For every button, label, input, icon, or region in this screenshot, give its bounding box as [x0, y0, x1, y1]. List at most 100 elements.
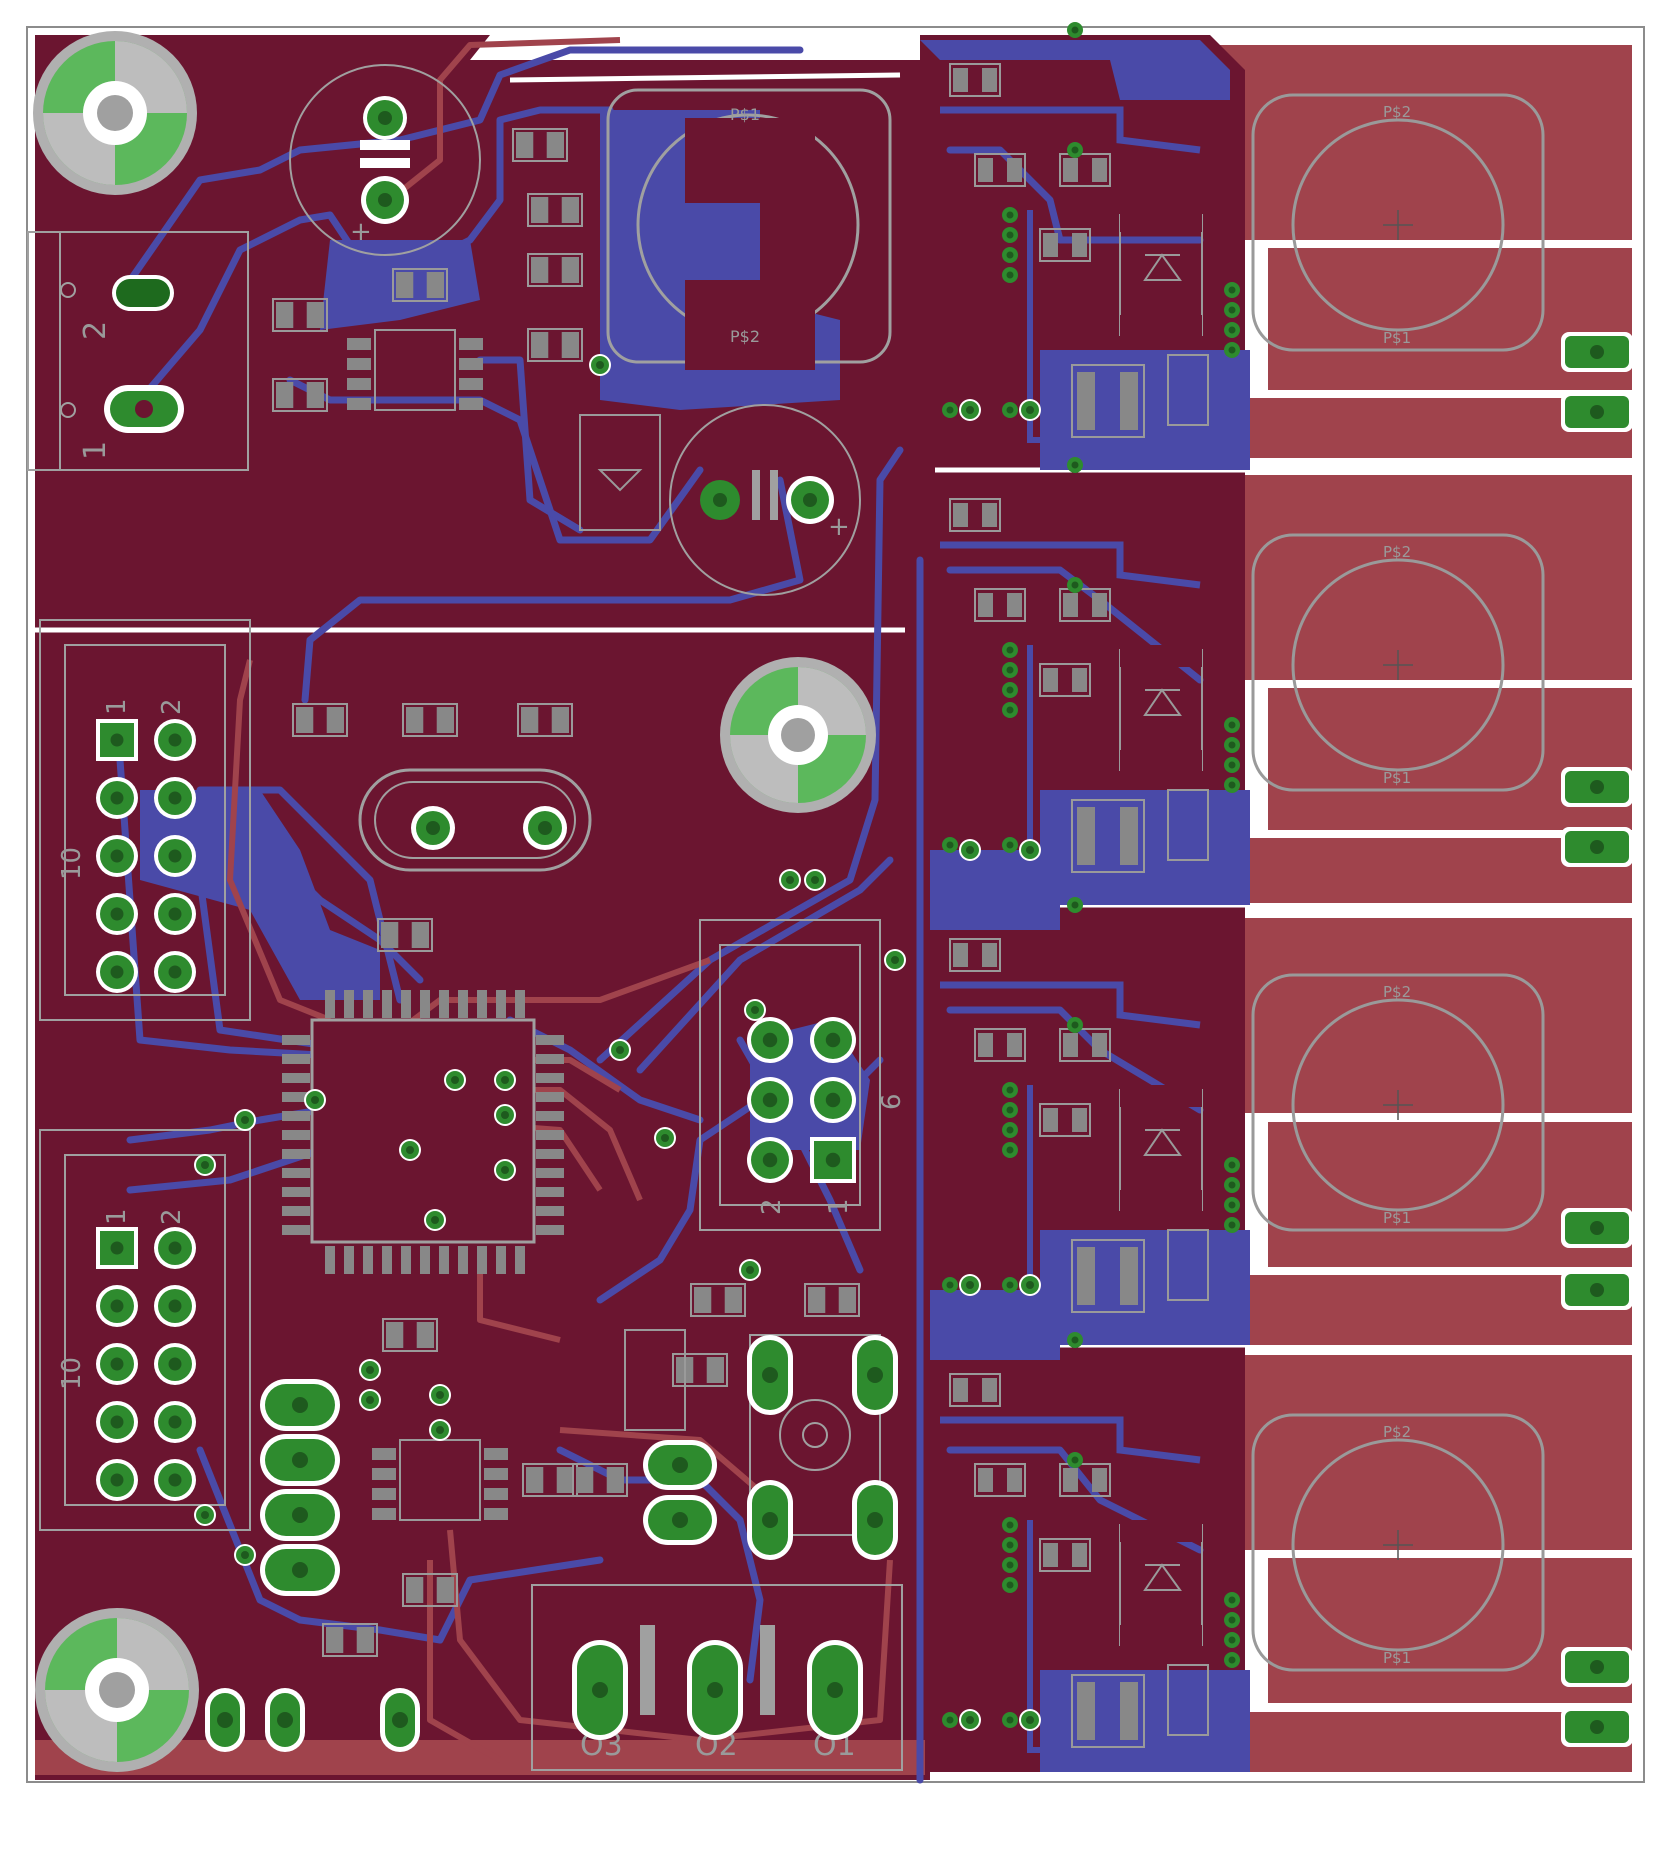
qfp-pin [536, 1092, 564, 1102]
via-drill [311, 1096, 319, 1104]
smd-pad [1092, 1468, 1107, 1492]
via-drill [1006, 1106, 1014, 1114]
via-drill [431, 1216, 439, 1224]
via-drill [1228, 346, 1236, 354]
isp-pin1-label: 1 [824, 1198, 854, 1215]
tactile-switch [749, 1334, 881, 1536]
via-drill [946, 406, 954, 414]
smd-outline [1039, 228, 1091, 262]
soic-pin [459, 398, 483, 410]
via-drill [1228, 286, 1236, 294]
smd-pad [326, 707, 344, 733]
via-drill [1026, 1281, 1034, 1289]
inductor-ps1-label: P$1 [1383, 1649, 1411, 1667]
qfp-pin [401, 990, 411, 1018]
smd-pad [1092, 158, 1107, 182]
channel-trace [940, 541, 1201, 589]
smd-pad [1043, 668, 1058, 692]
smd-outline [1039, 1538, 1091, 1572]
soic-pin [347, 378, 371, 390]
via-drill [1228, 1616, 1236, 1624]
diode-pad [1120, 1625, 1202, 1647]
via-drill [1006, 1561, 1014, 1569]
smd-outline [949, 1373, 1001, 1407]
smd-pad [706, 1357, 724, 1383]
smd-pad [1063, 158, 1078, 182]
inductor-outline [1251, 1413, 1545, 1672]
pad-drill [110, 907, 124, 921]
via-drill [1228, 761, 1236, 769]
smd-pad [1007, 158, 1022, 182]
via-drill [811, 876, 819, 884]
smd-pad [838, 1287, 856, 1313]
smd-outline [322, 1623, 378, 1657]
smd-pad [576, 1467, 594, 1493]
right-copper-pours [1200, 45, 1632, 1772]
smd-pad [978, 1468, 993, 1492]
diode-pad [1120, 315, 1202, 337]
power-inductor-top: P$1 P$2 [606, 88, 892, 370]
pad-drill [292, 1562, 308, 1578]
isp-pin2-label: 2 [757, 1198, 787, 1215]
mosfet-pad [1120, 1247, 1138, 1305]
pad-drill [110, 1473, 124, 1487]
diode-symbol [1143, 1128, 1182, 1156]
qfp-pin [439, 1246, 449, 1274]
via-drill [891, 956, 899, 964]
soic-pin [484, 1468, 508, 1480]
via-drill [1006, 1716, 1014, 1724]
smd-outline [402, 1573, 458, 1607]
qfp-pin [325, 1246, 335, 1274]
inductor-outline [1251, 93, 1545, 352]
via-drill [786, 876, 794, 884]
via-drill [1006, 706, 1014, 714]
qfp-pin [420, 990, 430, 1018]
smd-pad [1043, 1108, 1058, 1132]
pad-drill [1590, 1283, 1604, 1297]
via-drill [1071, 461, 1079, 469]
pad-drill [392, 1712, 408, 1728]
inductor-ps2-label: P$2 [1383, 103, 1411, 121]
smd-pad [1043, 233, 1058, 257]
smd-pad [406, 707, 424, 733]
smd-pad [694, 1287, 712, 1313]
via-drill [1006, 1126, 1014, 1134]
smd-pad [306, 302, 324, 328]
smd-outline [572, 1463, 628, 1497]
via-drill [436, 1426, 444, 1434]
smd-pad [1072, 1543, 1087, 1567]
qfp-pin [536, 1168, 564, 1178]
pad-drill [1590, 405, 1604, 419]
soic-pin [459, 338, 483, 350]
qfp-pin [536, 1149, 564, 1159]
via-drill [1071, 581, 1079, 589]
via-drill [1228, 1201, 1236, 1209]
qfp-pin [496, 990, 506, 1018]
via-drill [1071, 901, 1079, 909]
pad-drill [762, 1367, 778, 1383]
smd-pad [531, 257, 549, 283]
via-drill [241, 1116, 249, 1124]
cap-plus-label-1: + [350, 217, 372, 247]
diode-pad [1120, 1190, 1202, 1212]
smd-outline [949, 63, 1001, 97]
qfp-pin [282, 1054, 310, 1064]
smd-pad [531, 332, 549, 358]
smd-pad [386, 1322, 404, 1348]
via-drill [746, 1266, 754, 1274]
via-drill [1006, 646, 1014, 654]
via-drill [1071, 146, 1079, 154]
smd-pad [561, 197, 579, 223]
pad-drill [292, 1397, 308, 1413]
inductor-core [1291, 118, 1505, 332]
smd-pad [953, 1378, 968, 1402]
pad-drill [110, 1357, 124, 1371]
smd-pad [953, 68, 968, 92]
oval-pads [205, 1335, 898, 1752]
soic-pin [347, 338, 371, 350]
smd-outline [377, 918, 433, 952]
via-drill [1006, 1581, 1014, 1589]
smd-pad [978, 1033, 993, 1057]
diode-outline [579, 414, 661, 531]
pad-drill [292, 1452, 308, 1468]
